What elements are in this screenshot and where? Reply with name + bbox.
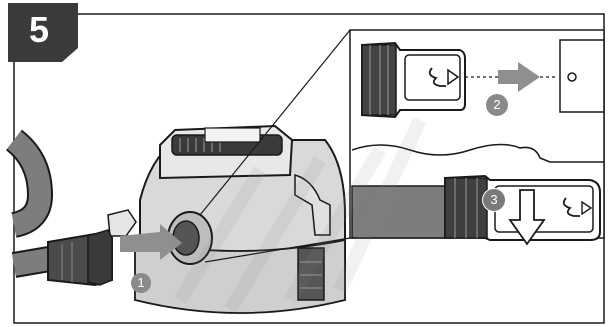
callout-2: 2 — [486, 94, 508, 116]
latch-left — [108, 210, 136, 236]
step-number: 5 — [8, 7, 70, 53]
callout-1: 1 — [131, 273, 151, 293]
callout-3: 3 — [482, 188, 506, 212]
inlet-slot — [560, 40, 604, 112]
